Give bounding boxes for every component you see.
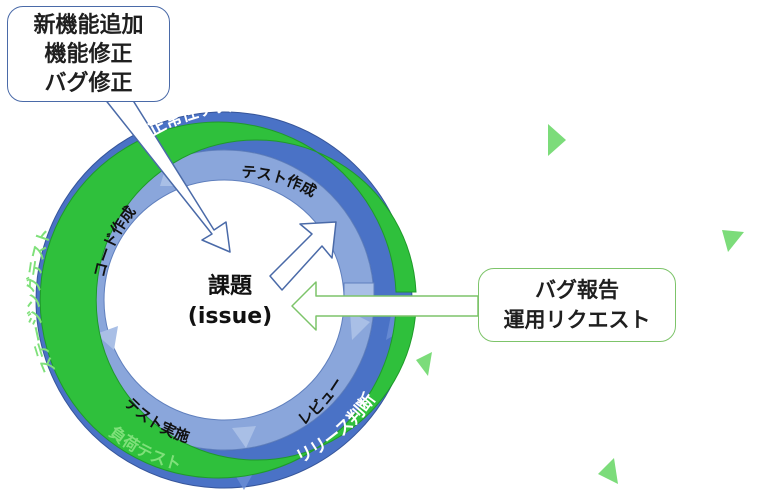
input-box-line: バグ修正: [44, 70, 133, 96]
issue-title: 課題: [207, 274, 252, 299]
ops-cycle-ring: [39, 121, 744, 484]
center-issue-label: 課題 (issue): [160, 272, 300, 332]
feedback-box-line: 運用リクエスト: [503, 308, 651, 332]
ops-stage-incident: 異常動作時の対処: [416, 402, 534, 490]
feedback-arrow: [291, 281, 479, 331]
input-box-line: 新機能追加: [33, 12, 144, 38]
feedback-box: バグ報告 運用リクエスト: [478, 268, 676, 342]
input-box: 新機能追加 機能修正 バグ修正: [7, 6, 170, 102]
feedback-box-line: バグ報告: [535, 278, 619, 302]
inner-exit-arrow: [269, 221, 337, 291]
issue-subtitle: (issue): [187, 304, 273, 329]
input-arrow: [103, 85, 231, 253]
ops-stage-scaling: スケールイン・アウト: [682, 311, 760, 465]
ops-stage-monitoring: 監視/ロギング: [623, 126, 717, 202]
ops-stage-deploy: デプロイ: [430, 145, 494, 199]
input-box-line: 機能修正: [44, 41, 133, 67]
